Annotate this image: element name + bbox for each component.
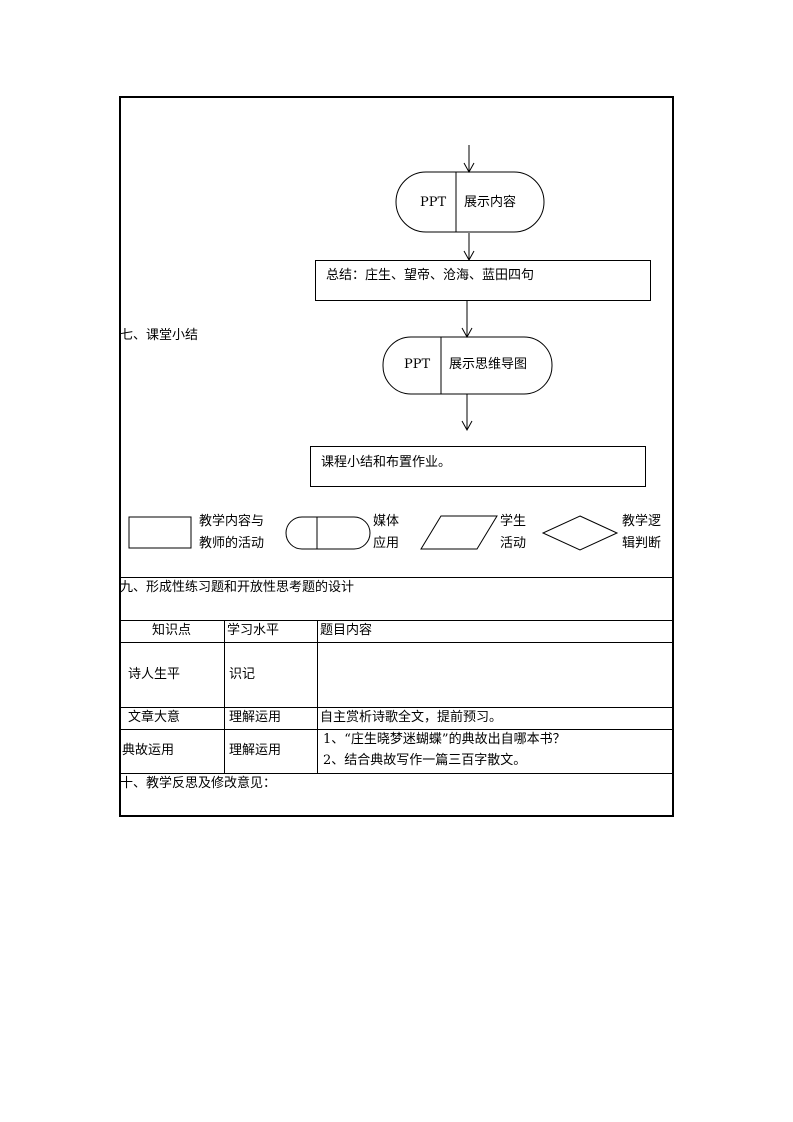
ppt2-left-label: PPT: [404, 357, 431, 372]
legend-student-label-2: 活动: [500, 536, 527, 551]
table-row-content-line1: 1、“庄生晓梦迷蝴蝶”的典故出自哪本书？: [323, 732, 566, 747]
table-header-content: 题目内容: [320, 623, 373, 638]
ppt2-right-label: 展示思维导图: [449, 357, 528, 372]
homework-text: 课程小结和布置作业。: [321, 455, 452, 470]
legend-media-shape: [285, 516, 371, 550]
table-col2-line: [317, 620, 318, 773]
summary-box: [315, 260, 651, 301]
ppt1-left-label: PPT: [420, 195, 447, 210]
table-top-line: [120, 620, 674, 621]
table-row-level: 理解运用: [229, 743, 282, 758]
ppt2-shape: [382, 336, 553, 395]
legend-media-label-1: 媒体: [373, 514, 400, 529]
document-frame: [119, 96, 674, 817]
table-row-point: 典故运用: [122, 743, 175, 758]
legend-parallelogram-shape: [420, 515, 498, 550]
legend-student-label-1: 学生: [500, 514, 527, 529]
legend-rect-shape: [128, 516, 192, 549]
ppt1-right-label: 展示内容: [464, 195, 517, 210]
legend-logic-label-2: 辑判断: [622, 536, 662, 551]
table-header-level: 学习水平: [227, 623, 280, 638]
legend-logic-label-1: 教学逻: [622, 514, 662, 529]
table-col1-line: [224, 620, 225, 773]
table-row-point: 文章大意: [128, 710, 181, 725]
table-header-point: 知识点: [152, 623, 192, 638]
section9-title: 九、形成性练习题和开放性思考题的设计: [120, 580, 355, 595]
legend-diamond-shape: [541, 515, 619, 551]
section7-label: 七、课堂小结: [120, 328, 199, 343]
arrow-4-head: [461, 420, 473, 432]
table-row-content: 自主赏析诗歌全文，提前预习。: [320, 710, 503, 725]
legend-rect-label-1: 教学内容与: [199, 514, 265, 529]
divider-section9-top: [120, 577, 674, 578]
table-row2-line: [120, 729, 674, 730]
homework-box: [310, 446, 646, 487]
table-row3-line: [120, 773, 674, 774]
table-row-level: 识记: [229, 667, 256, 682]
table-row-point: 诗人生平: [128, 667, 181, 682]
summary-text: 总结：庄生、望帝、沧海、蓝田四句: [326, 268, 535, 283]
legend-rect-label-2: 教师的活动: [199, 536, 265, 551]
table-row-content-line2: 2、结合典故写作一篇三百字散文。: [323, 753, 527, 768]
section10-title: 十、教学反思及修改意见：: [120, 776, 277, 791]
table-row1-line: [120, 707, 674, 708]
legend-media-label-2: 应用: [373, 536, 400, 551]
table-header-line: [120, 642, 674, 643]
table-row-level: 理解运用: [229, 710, 282, 725]
ppt1-shape: [395, 171, 545, 233]
